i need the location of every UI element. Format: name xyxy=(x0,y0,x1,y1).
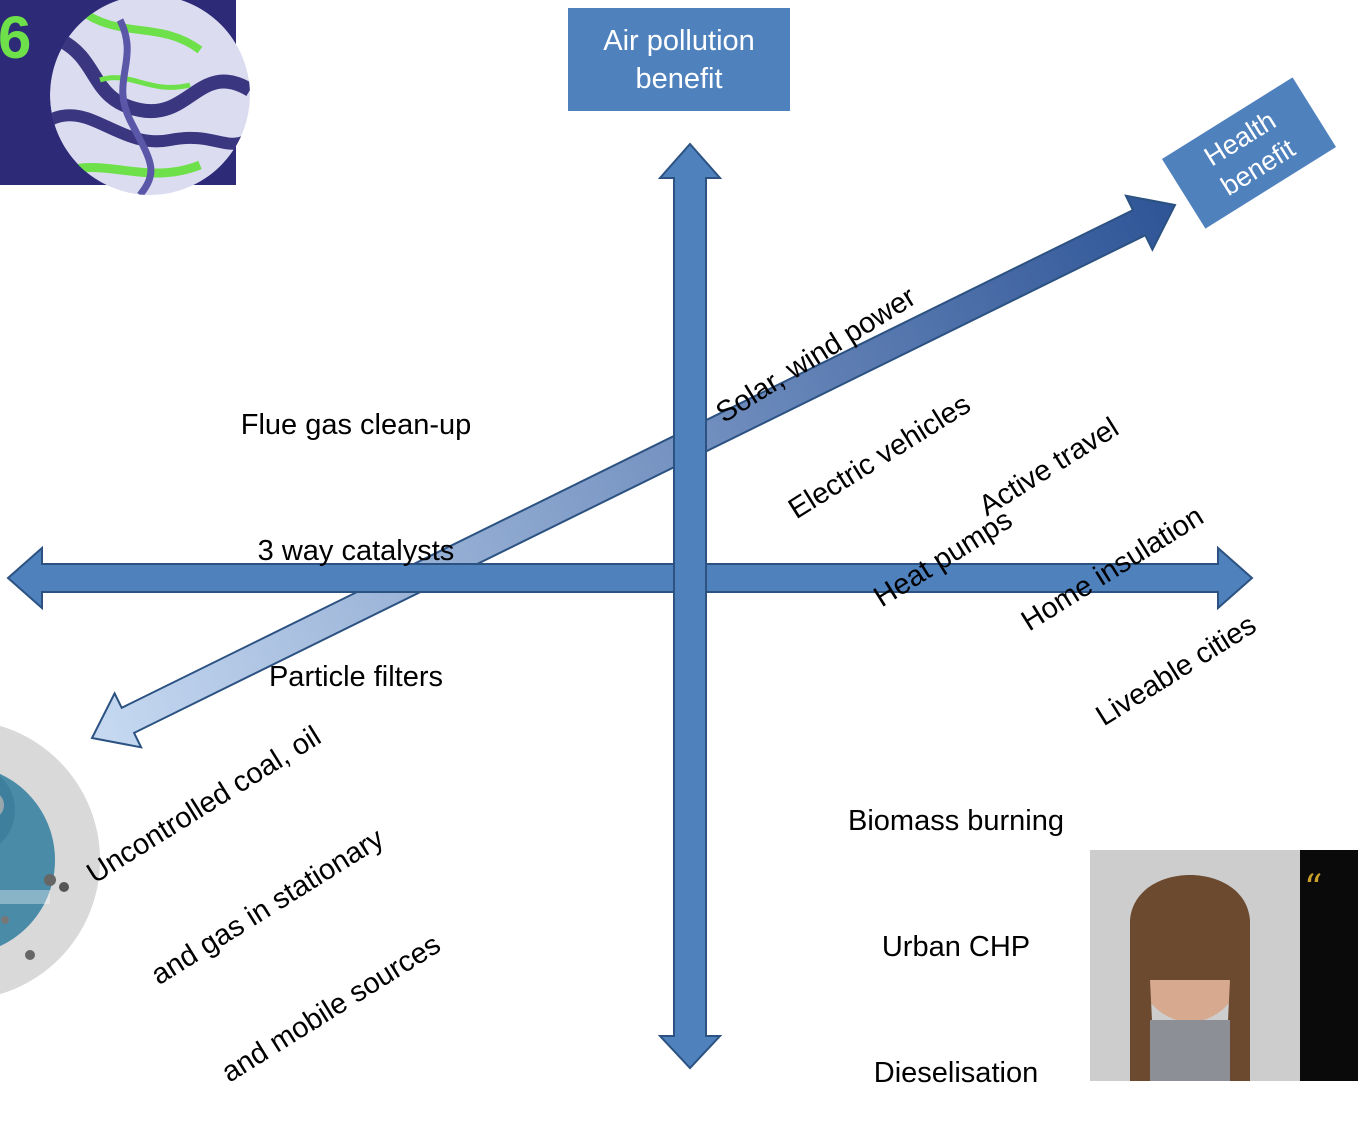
air-pollution-label-line-2: benefit xyxy=(635,62,723,95)
bottom-right-line-3: Dieselisation xyxy=(873,1057,1039,1089)
svg-text:“: “ xyxy=(1304,868,1322,909)
vertical-axis-arrow xyxy=(657,142,723,1070)
top-left-line-2: 3 way catalysts xyxy=(257,535,455,567)
bottom-right-line-1: Biomass burning xyxy=(848,805,1064,837)
air-pollution-benefit-box: Air pollution benefit xyxy=(568,8,790,111)
earth-thumbnail: 6 xyxy=(0,0,250,195)
diagram-canvas: 6 “ xyxy=(0,0,1358,1081)
top-right-lower-line-1: Active travel xyxy=(973,411,1125,523)
top-left-line-3: Particle filters xyxy=(268,661,444,693)
earth-thumbnail-digit: 6 xyxy=(0,4,31,71)
health-infographic-thumbnail xyxy=(0,725,100,995)
health-benefit-axis-arrow xyxy=(90,194,1177,749)
air-pollution-label-line-1: Air pollution xyxy=(603,24,755,57)
quadrant-top-left-text: Flue gas clean-up 3 way catalysts Partic… xyxy=(206,320,506,740)
top-left-line-1: Flue gas clean-up xyxy=(240,409,472,441)
speaker-photo-thumbnail: “ xyxy=(1090,850,1358,1081)
horizontal-axis-arrow xyxy=(6,545,1254,611)
bottom-right-line-2: Urban CHP xyxy=(881,931,1031,963)
top-right-lower-line-2: Home insulation xyxy=(1015,500,1210,638)
quadrant-bottom-right-text: Biomass burning Urban CHP Dieselisation xyxy=(806,716,1106,1136)
